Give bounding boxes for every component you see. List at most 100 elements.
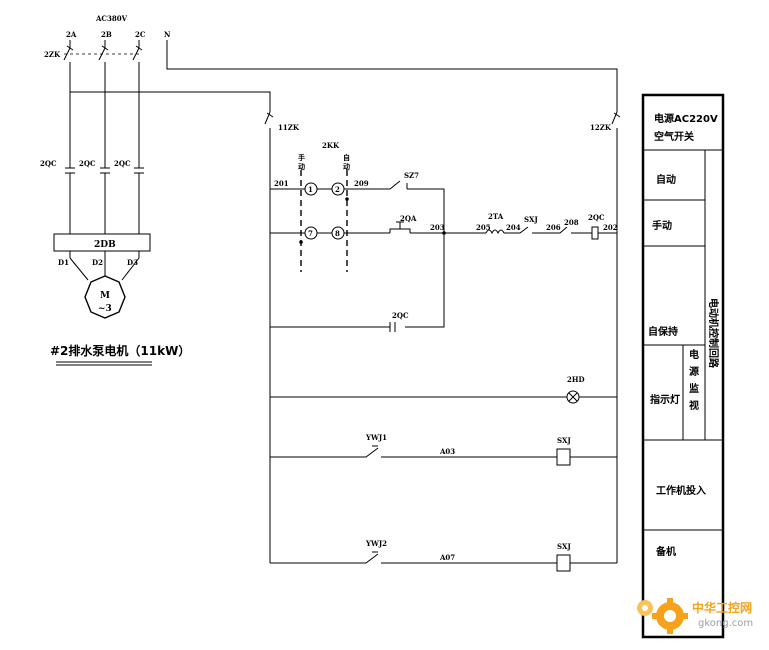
motor-phase-label: ~3 (98, 304, 112, 314)
node-209: 209 (354, 179, 369, 188)
contact-2 (331, 182, 345, 196)
node-a03: A03 (439, 447, 455, 456)
node-202: 202 (603, 223, 618, 232)
terminal-out-wires (69, 251, 140, 258)
selector-manual-label: 手 (298, 153, 305, 162)
watermark-cn: 中华工控网 (692, 600, 752, 615)
ywj1-wire (270, 447, 617, 458)
contact-8-label: 8 (335, 229, 340, 238)
ywj2-wire (270, 553, 617, 564)
watermark-url: gkong.com (698, 618, 753, 629)
panel-standby: 备机 (655, 545, 676, 558)
terminal-block (53, 233, 151, 252)
auto-branch-wire (270, 180, 445, 233)
neutral-wire (166, 40, 618, 112)
breaker-11zk (264, 111, 274, 125)
self-hold-contact (389, 322, 396, 332)
node-a07: A07 (439, 553, 455, 562)
motor-caption-underline (56, 361, 152, 366)
selector-auto-label: 自 (343, 153, 350, 162)
coil-sxj1 (556, 448, 571, 466)
contact-8 (331, 226, 345, 240)
contact-7 (304, 226, 318, 240)
chain-wire-3 (550, 226, 592, 234)
panel-indicator: 指示灯 (650, 393, 680, 406)
node-203: 203 (430, 223, 445, 232)
node-208: 208 (564, 218, 579, 227)
node-204: 204 (506, 223, 521, 232)
power-circuit: AC380V 2A 2B 2C N 2ZK 2QC 2QC 2QC 2DB D1… (40, 14, 618, 366)
phase-mid-wires (69, 62, 140, 168)
control-feed-wire (70, 91, 271, 112)
node-205: 205 (476, 223, 491, 232)
selector-auto-label-2: 动 (343, 162, 350, 171)
coil-main-label: 2QC (588, 213, 605, 222)
selector-manual-label-2: 动 (298, 162, 305, 171)
node-206: 206 (546, 223, 561, 232)
watermark-logo: 中华工控网 gkong.com (637, 598, 753, 634)
phase-top-wires (69, 40, 140, 48)
pm-4: 视 (689, 399, 699, 412)
coil-sxj2-label: SXJ (557, 542, 571, 551)
self-hold-label: 2QC (392, 311, 409, 320)
phase-b-label: 2B (101, 30, 112, 39)
coil-sxj1-label: SXJ (557, 436, 571, 445)
side-panel: 电源AC220V 空气开关 自动 手动 自保持 指示灯 电 源 监 视 电动机控… (641, 93, 725, 639)
breaker-marks (66, 45, 143, 51)
panel-manual: 手动 (652, 219, 672, 232)
contact-1-label: 1 (308, 185, 313, 194)
sz7-label: SZ7 (404, 171, 419, 180)
panel-auto: 自动 (656, 173, 676, 186)
motor-m-label: M (100, 291, 110, 301)
contact-2-label: 2 (335, 185, 340, 194)
panel-motor-control: 电动机控制回路 (707, 298, 720, 369)
motor-symbol (84, 275, 126, 319)
panel-self-hold: 自保持 (648, 325, 678, 338)
coil-sxj2 (556, 554, 571, 572)
pm-1: 电 (689, 348, 699, 361)
ywj1-label: YWJ1 (365, 433, 387, 442)
ac380-label: AC380V (95, 14, 128, 23)
panel-work-input: 工作机投入 (656, 484, 706, 497)
terminal-d1: D1 (58, 258, 69, 267)
ywj2-label: YWJ2 (365, 539, 387, 548)
selector-manual-dot (299, 240, 303, 244)
sxj-series-label: SXJ (524, 215, 538, 224)
stop-button (389, 221, 411, 233)
small-gear-icon (637, 600, 653, 616)
contact-7-label: 7 (308, 229, 313, 238)
panel-power-monitor: 电 源 监 视 (689, 348, 699, 412)
indicator-lamp (566, 390, 580, 404)
overload-contact (485, 229, 505, 235)
main-breaker-label: 2ZK (44, 50, 61, 59)
motor-leads (69, 257, 140, 281)
side-panel-frame (641, 93, 725, 639)
terminal-d2: D2 (92, 258, 103, 267)
lamp-label: 2HD (567, 375, 585, 384)
panel-power-line1: 电源AC220V (654, 112, 718, 125)
breaker-12zk-label: 12ZK (590, 123, 612, 132)
selector-label: 2KK (322, 141, 340, 150)
contactor-2qc-c: 2QC (114, 159, 131, 168)
phase-c-label: 2C (135, 30, 146, 39)
phase-low-wires (69, 173, 140, 234)
self-hold-wire (270, 233, 445, 328)
control-circuit: 11ZK 12ZK 2KK 手 动 自 动 201 209 1 2 SZ7 7 … (264, 111, 621, 572)
coil-main (591, 226, 599, 240)
contact-1 (304, 182, 318, 196)
pm-2: 源 (689, 365, 699, 378)
pm-3: 监 (689, 382, 699, 395)
breaker-12zk (611, 111, 621, 125)
node-201: 201 (274, 179, 289, 188)
phase-a-label: 2A (66, 30, 77, 39)
motor-caption: #2排水泵电机（11kW） (50, 343, 190, 358)
terminal-d3: D3 (127, 258, 138, 267)
gear-icon (652, 598, 688, 634)
contactor-2qc-a: 2QC (40, 159, 57, 168)
panel-power-line2: 空气开关 (654, 130, 694, 143)
stop-button-label: 2QA (400, 214, 417, 223)
contactor-2qc-b: 2QC (79, 159, 96, 168)
terminal-block-label: 2DB (94, 240, 116, 250)
indicator-lamp-cross (568, 392, 578, 402)
